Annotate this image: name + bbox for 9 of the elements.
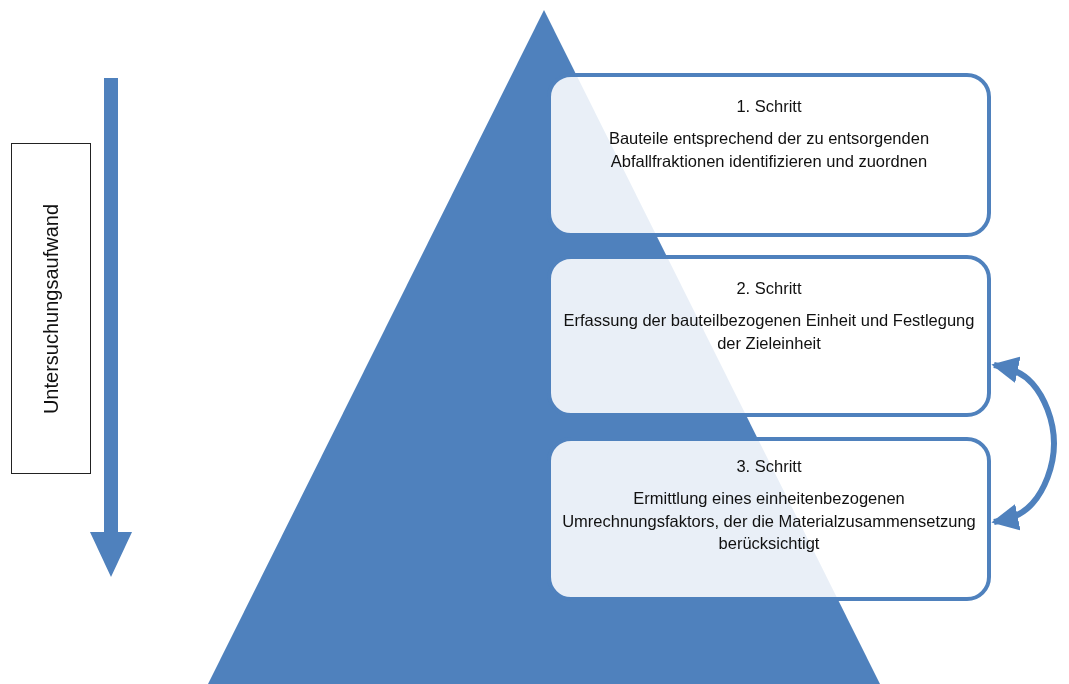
- step-heading: 3. Schritt: [736, 456, 802, 477]
- curved-double-arrow: [991, 356, 1057, 531]
- step-description: Ermittlung eines einheitenbezogenen Umrechnungsfaktors, der die Materialzusammensetzung berücksichtigt: [561, 488, 977, 554]
- step-description: Erfassung der bauteilbezogenen Einheit und Festlegung der Zieleinheit: [562, 310, 976, 354]
- step-heading: 1. Schritt: [736, 96, 802, 117]
- axis-label: Untersuchungsaufwand: [39, 203, 63, 414]
- step-description: Bauteile entsprechend der zu entsorgenden Abfallfraktionen identifizieren und zuordnen: [607, 128, 931, 172]
- label-box: [11, 143, 91, 474]
- step-heading: 2. Schritt: [736, 278, 802, 299]
